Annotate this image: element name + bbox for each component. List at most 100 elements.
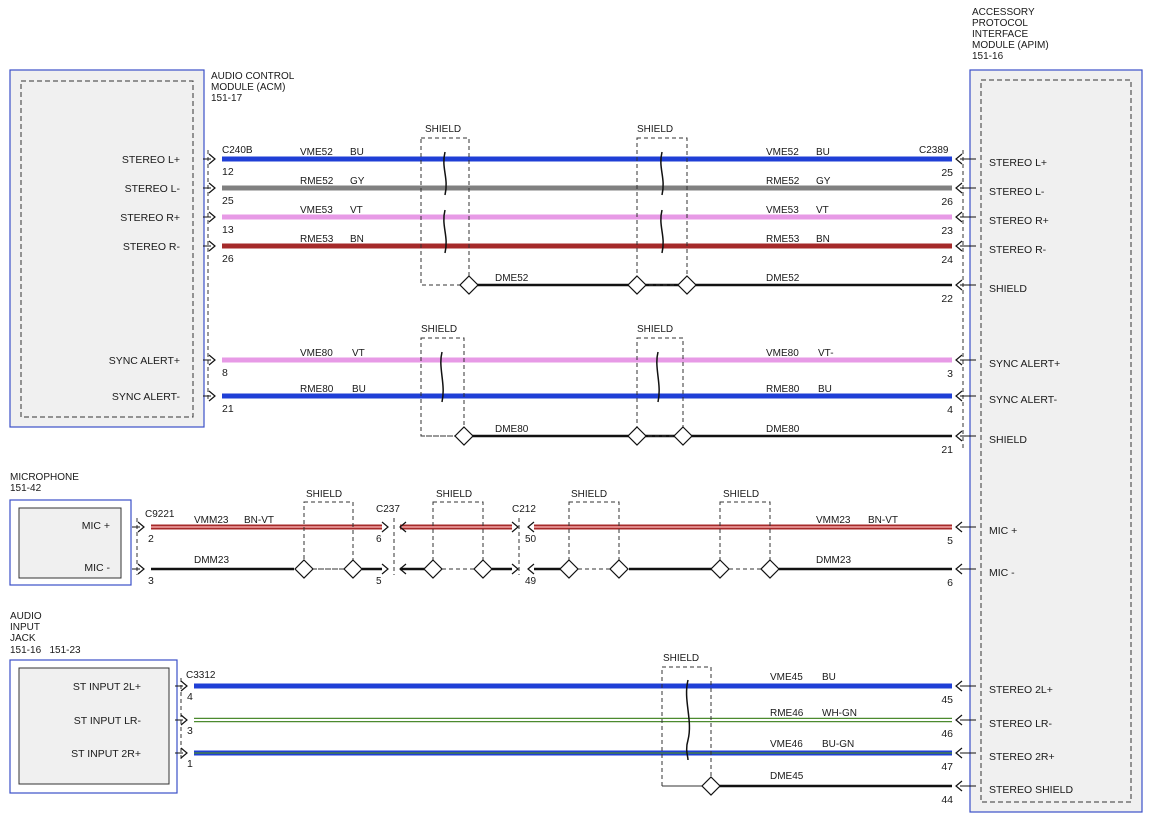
acm-pin-label: STEREO L+ [122,154,180,166]
connector-arrow-icon [208,240,216,252]
acm-pin-label: SYNC ALERT- [112,391,181,403]
apim-pin-label: SHIELD [989,283,1027,295]
pin-number: 49 [525,576,537,587]
drain-diamond [710,559,730,579]
shield-label-2: SHIELD [637,124,673,135]
color-label: BN-VT [244,515,274,526]
connector-c2389: C2389 [919,145,949,156]
color-label: VT [352,348,365,359]
shield-box-3 [420,337,465,437]
shield-label-5: SHIELD [306,489,342,500]
apim-ref: 151-16 [972,51,1004,62]
drain-diamond [627,426,647,446]
connector-arrow-icon [955,153,963,165]
circuit-label: DME52 [495,273,529,284]
color-label: BU [352,384,366,395]
connector-arrow-icon [955,780,963,792]
connector-c237: C237 [376,504,400,515]
apim-pin-number: 46 [941,728,953,740]
jack-ref: 151-16 151-23 [10,645,81,656]
mic-module-inner [18,507,122,579]
connector-arrow-icon [955,747,963,759]
apim-pin-number: 26 [941,196,953,208]
circuit-label: VME80 [300,348,333,359]
jack-pin-label: ST INPUT LR- [74,715,142,727]
drain-diamond [473,559,493,579]
apim-pin-number: 4 [947,404,953,416]
apim-pin-number: 21 [941,444,953,456]
color-label: BU [816,147,830,158]
circuit-label: RME53 [300,234,334,245]
drain-diamond [609,559,629,579]
apim-title-line2: PROTOCOL [972,18,1028,29]
mic-pin-label: MIC - [84,562,110,574]
apim-pin-label: STEREO R- [989,244,1047,256]
mic-ref: 151-42 [10,483,42,494]
color-label: WH-GN [822,708,857,719]
circuit-label: RME52 [766,176,800,187]
shield-box-7 [568,501,620,570]
color-label: BN [350,234,364,245]
connector-c240b: C240B [222,145,253,156]
connector-arrow-icon [955,211,963,223]
shield-box-1 [420,137,470,286]
color-label: BU [818,384,832,395]
color-label: BU [350,147,364,158]
mic-pin-number: 2 [148,533,154,545]
connector-arrow-icon [180,747,188,759]
apim-pin-number: 24 [941,254,953,266]
connector-arrow-icon [137,563,145,575]
connector-arrow-icon [955,240,963,252]
circuit-label: RME80 [300,384,334,395]
jack-module-inner [18,667,170,785]
mic-title: MICROPHONE [10,472,79,483]
color-label: VT [816,205,829,216]
stereo-wire-group: SHIELD SHIELD VME52 BU RME52 GY VME53 VT… [207,124,964,450]
shield-box-2 [636,137,688,286]
acm-title-line1: AUDIO CONTROL [211,71,295,82]
sync-alert-wire-group: SHIELD SHIELD VME80 VT RME80 BU DME80 VM… [222,324,952,446]
apim-pin-label: SYNC ALERT+ [989,358,1060,370]
circuit-label: DMM23 [194,555,229,566]
acm-pin-number: 13 [222,224,234,236]
jack-title-line2: INPUT [10,622,40,633]
circuit-label: RME46 [770,708,804,719]
apim-pin-number: 22 [941,293,953,305]
connector-arrow-icon [955,430,963,442]
acm-pin-number: 26 [222,253,234,265]
connector-arrow-icon [208,153,216,165]
apim-pin-label: MIC - [989,567,1015,579]
drain-diamond [459,275,479,295]
shield-box-8 [719,501,771,570]
jack-wire-group: SHIELD VME45 BU RME46 WH-GN VME46 BU-GN … [180,653,952,796]
connector-arrow-icon [955,390,963,402]
jack-pin-label: ST INPUT 2L+ [73,681,141,693]
acm-pin-label: SYNC ALERT+ [109,355,180,367]
connector-arrow-icon [955,714,963,726]
apim-module-box [969,69,1143,813]
connector-arrow-icon [955,680,963,692]
connector-arrow-icon [208,182,216,194]
apim-pin-number: 6 [947,577,953,589]
mic-wire-group: SHIELD SHIELD SHIELD SHIELD VMM23 BN-VT … [136,489,952,587]
circuit-label: VME45 [770,672,803,683]
jack-pin-label: ST INPUT 2R+ [71,748,141,760]
jack-pin-number: 1 [187,758,193,770]
apim-pin-label: STEREO SHIELD [989,784,1073,796]
connector-arrow-icon [208,354,216,366]
connector-c212: C212 [512,504,536,515]
apim-pin-number: 44 [941,794,953,806]
apim-pin-label: STEREO L- [989,186,1045,198]
color-label: BN [816,234,830,245]
circuit-label: VMM23 [816,515,851,526]
apim-pin-label: SYNC ALERT- [989,394,1058,406]
connector-arrow-icon [137,521,145,533]
acm-pin-number: 8 [222,367,228,379]
circuit-label: VME52 [300,147,333,158]
apim-pin-label: STEREO 2R+ [989,751,1055,763]
circuit-label: RME52 [300,176,334,187]
color-label: BU [822,672,836,683]
